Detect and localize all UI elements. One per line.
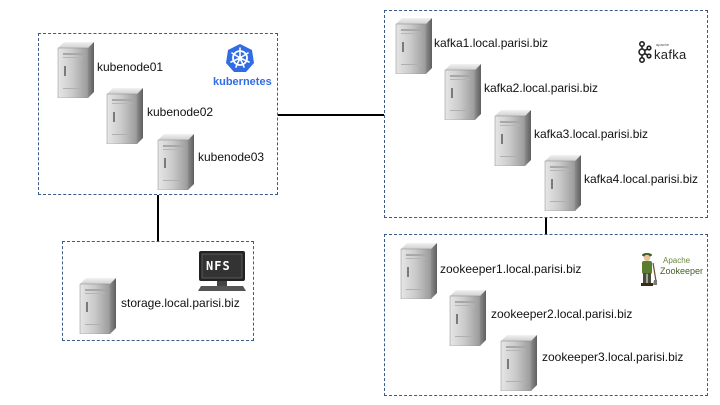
node-label-kubenode02: kubenode02	[147, 105, 214, 119]
node-label-kafka2: kafka2.local.parisi.biz	[484, 81, 599, 95]
kafka-logo-icon	[638, 41, 652, 63]
node-label-kubenode01: kubenode01	[97, 60, 164, 74]
kafka-logo-text: kafka	[654, 47, 687, 62]
kubernetes-wheel-icon	[226, 44, 254, 72]
server-icon	[487, 110, 531, 166]
zookeeper-cluster-group: Apache Zookeeper	[384, 234, 708, 396]
node-label-kafka4: kafka4.local.parisi.biz	[584, 172, 699, 186]
kubernetes-cluster-group: kubernetes	[38, 33, 278, 195]
zookeeper-keeper-icon	[641, 253, 657, 286]
node-label-storage: storage.local.parisi.biz	[121, 296, 240, 310]
kubernetes-logo-text: kubernetes	[213, 76, 272, 88]
storage-group: NFS	[62, 241, 254, 341]
server-icon	[537, 155, 581, 211]
zookeeper-logo-apache-text: Apache	[663, 256, 691, 265]
kafka-cluster-group: apache kafka	[384, 10, 708, 218]
nfs-logo-text: NFS	[206, 259, 231, 273]
server-icon	[393, 243, 437, 299]
node-label-kafka3: kafka3.local.parisi.biz	[534, 127, 649, 141]
server-icon	[50, 42, 94, 98]
node-label-zookeeper1: zookeeper1.local.parisi.biz	[440, 262, 582, 276]
connector-k8s-kafka	[278, 114, 384, 116]
server-icon	[72, 278, 116, 334]
node-label-zookeeper3: zookeeper3.local.parisi.biz	[542, 350, 684, 364]
zookeeper-logo-name-text: Zookeeper	[660, 266, 704, 276]
connector-k8s-storage	[157, 195, 159, 241]
nfs-monitor-icon	[198, 251, 246, 291]
server-icon	[442, 290, 486, 346]
connector-kafka-zookeeper	[545, 218, 547, 234]
kafka-logo-small-text: apache	[656, 42, 670, 47]
server-icon	[99, 88, 143, 144]
server-icon	[437, 64, 481, 120]
node-label-zookeeper2: zookeeper2.local.parisi.biz	[491, 307, 633, 321]
server-icon	[388, 18, 432, 74]
server-icon	[150, 134, 194, 190]
server-icon	[493, 335, 537, 391]
node-label-kubenode03: kubenode03	[198, 150, 265, 164]
node-label-kafka1: kafka1.local.parisi.biz	[434, 36, 549, 50]
